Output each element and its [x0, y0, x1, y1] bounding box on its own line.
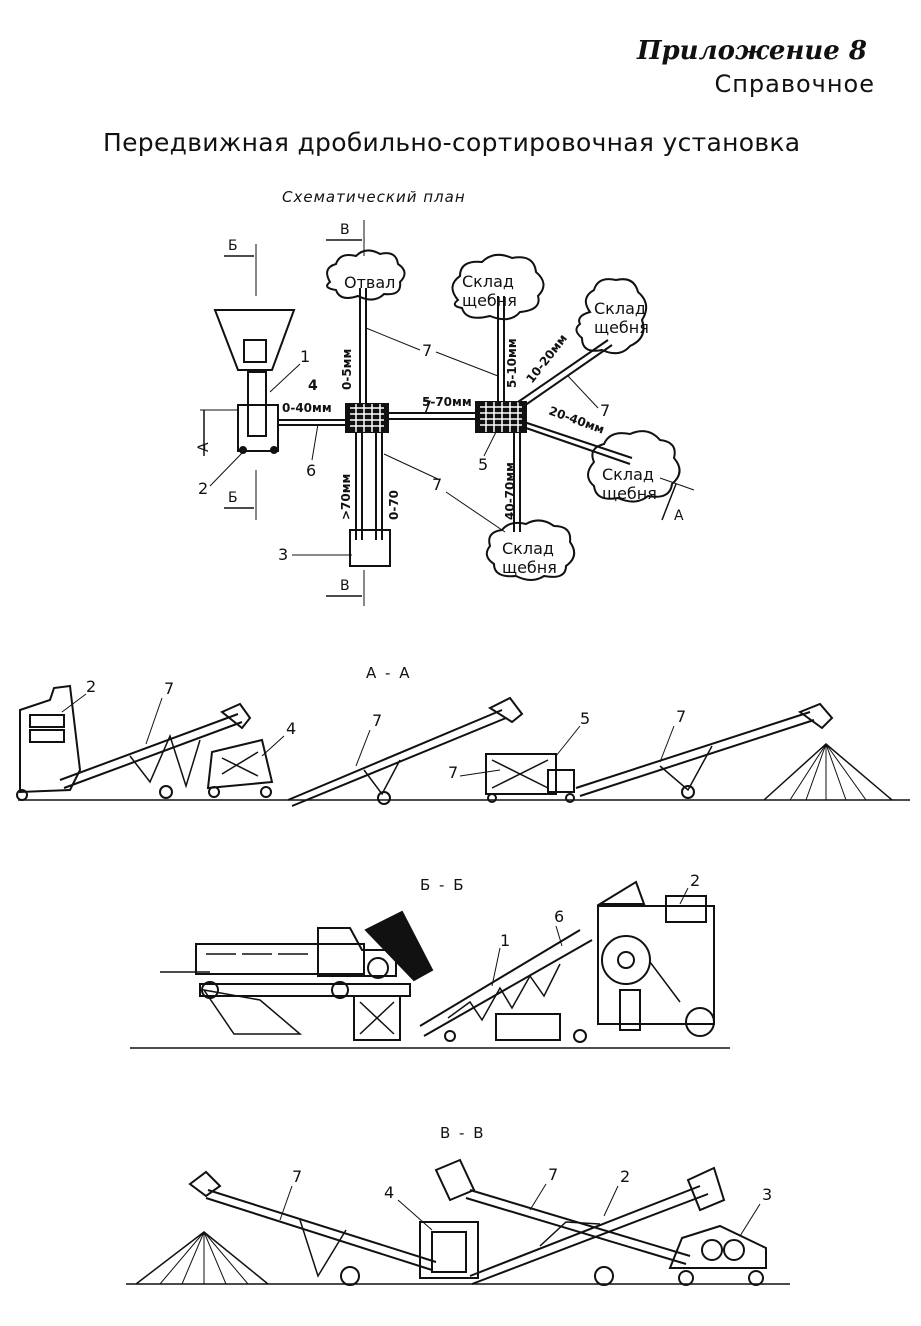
section-mark-b-bottom: Б [228, 490, 238, 506]
callout-7a: 7 [422, 341, 432, 360]
section-vv: 7 4 7 2 3 [126, 1158, 790, 1286]
pile-stock-3 [587, 430, 681, 503]
fraction-gt70: >70мм [339, 474, 353, 520]
fraction-0-40: 0-40мм [282, 401, 332, 415]
reference-label: Справочное [714, 70, 875, 98]
aa-callout-2: 2 [86, 677, 96, 696]
callout-7c: 7 [432, 475, 442, 494]
callout-1: 1 [300, 347, 310, 366]
callout-5: 5 [478, 455, 488, 474]
pile-3-line2: щебня [602, 484, 657, 503]
pile-4-line1: Склад [502, 539, 554, 558]
section-vv-caption: В - В [440, 1124, 486, 1142]
page-title: Передвижная дробильно-сортировочная уста… [103, 128, 801, 157]
bb-callout-1: 1 [500, 931, 510, 950]
pile-2-line1: Склад [594, 299, 646, 318]
aa-callout-7c: 7 [448, 763, 458, 782]
fraction-10-20: 10-20мм [523, 332, 570, 386]
vv-callout-4: 4 [384, 1183, 394, 1202]
crusher-unit [213, 309, 296, 454]
callout-7d: 7 [600, 401, 610, 420]
section-mark-v-top: В [340, 222, 350, 238]
aa-callout-7d: 7 [676, 707, 686, 726]
vv-callout-2: 2 [620, 1167, 630, 1186]
plan-caption: Схематический план [282, 188, 466, 206]
pile-stock-4 [485, 519, 576, 581]
screen-right [475, 401, 527, 433]
vv-callout-7b: 7 [548, 1165, 558, 1184]
pile-4-line2: щебня [502, 558, 557, 577]
callout-6: 6 [306, 461, 316, 480]
vv-callout-7a: 7 [292, 1167, 302, 1186]
aa-callout-7b: 7 [372, 711, 382, 730]
aa-callout-7a: 7 [164, 679, 174, 698]
pile-3-line1: Склад [602, 465, 654, 484]
fraction-5-70: 5-70мм [422, 395, 472, 409]
section-mark-a-right: А [674, 508, 684, 524]
section-aa-caption: А - А [366, 664, 412, 682]
vv-callout-3: 3 [762, 1185, 772, 1204]
pile-1-line2: щебня [462, 291, 517, 310]
callout-3: 3 [278, 545, 288, 564]
aa-callout-4: 4 [286, 719, 296, 738]
fraction-5-10: 5-10мм [505, 338, 519, 388]
appendix-heading: Приложение 8 [636, 36, 867, 66]
section-mark-b-top: Б [228, 238, 238, 254]
pile-dump [326, 249, 406, 301]
fraction-0-5: 0-5мм [340, 349, 354, 390]
pile-dump-label: Отвал [344, 273, 395, 292]
section-aa: 2 7 4 7 5 7 7 [16, 677, 910, 807]
section-bb-caption: Б - Б [420, 876, 466, 894]
pile-1-line1: Склад [462, 272, 514, 291]
pile-stock-1 [451, 253, 545, 321]
callout-2: 2 [198, 479, 208, 498]
pile-2-line2: щебня [594, 318, 649, 337]
callout-7b: 7 [422, 397, 432, 416]
fraction-0-70: 0-70 [387, 490, 401, 520]
pile-stock-2 [575, 278, 648, 355]
bb-callout-6: 6 [554, 907, 564, 926]
screen-left [345, 403, 389, 433]
bb-callout-2: 2 [690, 871, 700, 890]
section-bb: 2 6 1 [130, 871, 730, 1049]
callout-4: 4 [308, 378, 318, 394]
section-mark-v-bottom: В [340, 578, 350, 594]
aa-callout-5: 5 [580, 709, 590, 728]
schematic-plan: Отвал Склад щебня Склад щебня Склад щебн… [196, 220, 695, 606]
fraction-40-70: 40-70мм [503, 462, 517, 520]
